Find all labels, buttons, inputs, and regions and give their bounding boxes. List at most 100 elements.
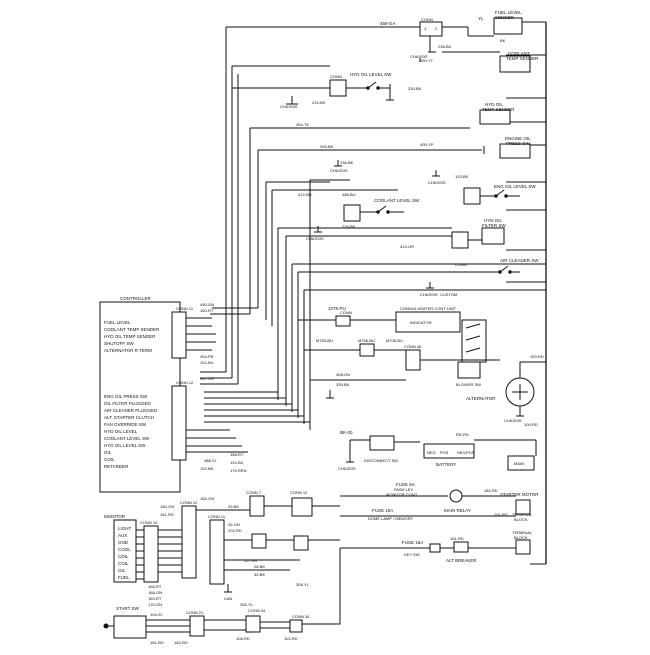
svg-text:LIGHT: LIGHT [118, 526, 132, 531]
conn-34 [289, 619, 303, 633]
conn-coolant-level [343, 204, 361, 222]
svg-text:MAIN: MAIN [514, 461, 524, 466]
svg-text:226-BK: 226-BK [342, 224, 356, 229]
terminal-block-b [515, 539, 531, 555]
svg-text:CONN: CONN [340, 310, 352, 315]
conn-hyd-level [329, 79, 347, 97]
controller-box [99, 301, 181, 493]
svg-text:COOLANT LEVEL SW: COOLANT LEVEL SW [374, 198, 420, 203]
svg-text:ALT BREAKER: ALT BREAKER [446, 558, 477, 563]
svg-text:405-YP: 405-YP [420, 142, 434, 147]
svg-text:HYD OIL LEVEL: HYD OIL LEVEL [104, 429, 138, 434]
label-458-ga: 458-GA [380, 21, 396, 26]
terminal-block-a [515, 499, 531, 515]
svg-text:CONN 11: CONN 11 [208, 514, 226, 519]
svg-text:CONN 44: CONN 44 [248, 608, 266, 613]
svg-text:M756-BU: M756-BU [358, 338, 375, 343]
main-relay-symbol [449, 489, 463, 503]
svg-text:CONN 12: CONN 12 [176, 380, 194, 385]
svg-text:AUX: AUX [118, 533, 127, 538]
svg-text:170-SRN: 170-SRN [230, 468, 247, 473]
svg-text:488-YL: 488-YL [204, 458, 218, 463]
svg-text:CONN 7: CONN 7 [246, 490, 262, 495]
svg-text:M755-BU: M755-BU [316, 338, 333, 343]
svg-text:RD-RD: RD-RD [456, 432, 469, 437]
svg-text:NEG: NEG [457, 450, 466, 455]
svg-text:CHASSIS: CHASSIS [338, 466, 356, 471]
svg-text:108-RD: 108-RD [236, 636, 250, 641]
battery-section: BK-00 CHASSIS DISCONNECT SW NEG POS NEG … [338, 422, 546, 565]
svg-text:26-GN: 26-GN [228, 522, 240, 527]
main-block [507, 455, 535, 471]
svg-text:CHASSIS: CHASSIS [504, 418, 522, 423]
svg-text:AIR CLEANER SW: AIR CLEANER SW [500, 258, 539, 263]
svg-text:215-BK: 215-BK [312, 100, 326, 105]
svg-text:CHASSIS: CHASSIS [410, 54, 428, 59]
svg-text:ENG OIL LEVEL SW: ENG OIL LEVEL SW [494, 184, 536, 189]
svg-text:181-RD: 181-RD [484, 488, 498, 493]
disconnect-sw [369, 435, 395, 451]
svg-text:192-BK: 192-BK [200, 466, 214, 471]
svg-text:102-BU: 102-BU [200, 360, 214, 365]
svg-text:CHASSIS: CHASSIS [420, 292, 438, 297]
conn-44 [245, 615, 261, 633]
svg-text:CHASSIS: CHASSIS [428, 180, 446, 185]
svg-text:CONN 21: CONN 21 [186, 610, 204, 615]
svg-text:PRESS SW: PRESS SW [506, 141, 531, 146]
svg-text:COOL: COOL [118, 547, 131, 552]
fuse-15a-symbol [429, 543, 441, 553]
svg-text:HYD OIL TEMP SENDER: HYD OIL TEMP SENDER [104, 334, 156, 339]
svg-text:182-RD: 182-RD [174, 640, 188, 645]
svg-text:MONITOR CONT: MONITOR CONT [386, 492, 418, 497]
svg-text:30-BK: 30-BK [254, 572, 265, 577]
svg-text:FUSE 15A: FUSE 15A [402, 540, 423, 545]
svg-text:413-OR: 413-OR [400, 244, 414, 249]
monitor-conn-11 [209, 519, 225, 585]
svg-text:25- GN: 25- GN [244, 558, 257, 563]
hyd-oil-filter-sw [481, 227, 505, 245]
svg-text:236-BK: 236-BK [438, 44, 452, 49]
svg-text:ENGINE OIL: ENGINE OIL [505, 136, 531, 141]
svg-text:FUEL LEVEL: FUEL LEVEL [104, 320, 131, 325]
conn-top-label: CONN [421, 17, 433, 22]
svg-text:DISCONNECT SW: DISCONNECT SW [364, 458, 398, 463]
hyd-oil-level-label: HYD OIL LEVEL SW [350, 72, 392, 77]
svg-text:308-YL: 308-YL [296, 582, 310, 587]
conn-m-a [359, 343, 375, 357]
svg-text:29-BK: 29-BK [228, 504, 239, 509]
svg-text:230-BK: 230-BK [408, 86, 422, 91]
svg-text:COOLANT: COOLANT [508, 51, 530, 56]
svg-text:GND: GND [118, 540, 129, 545]
svg-text:412-BU: 412-BU [298, 192, 312, 197]
conn-hyd-filter [451, 231, 469, 249]
svg-text:160-RT: 160-RT [200, 308, 214, 313]
hyd-oil-level-section: CONN HYD OIL LEVEL SW CHASSIS 215-BK 230… [232, 72, 422, 109]
svg-text:ALTERNATOR: ALTERNATOR [466, 396, 496, 401]
svg-text:STARTER MOTOR: STARTER MOTOR [500, 492, 539, 497]
svg-text:306-YL: 306-YL [240, 602, 254, 607]
svg-text:CONN: CONN [455, 262, 467, 267]
controller-block: CONTROLLER CONN 11 CONN 12 FUEL LEVEL CO… [99, 296, 248, 493]
svg-text:CONN 10: CONN 10 [140, 520, 158, 525]
conn-7-a [249, 495, 265, 517]
svg-text:CHASSIS: CHASSIS [306, 236, 324, 241]
svg-text:TEMP SENDER: TEMP SENDER [482, 107, 515, 112]
svg-text:TERMINAL: TERMINAL [512, 512, 533, 517]
svg-text:INDICATOR: INDICATOR [410, 320, 432, 325]
svg-text:KEY SW: KEY SW [404, 552, 420, 557]
svg-text:SENDER: SENDER [495, 15, 515, 20]
conn-21 [189, 615, 205, 637]
svg-text:1: 1 [424, 26, 427, 31]
svg-text:CONN19 HEATER CONT UNIT: CONN19 HEATER CONT UNIT [400, 306, 457, 311]
svg-text:160-GN: 160-GN [160, 504, 174, 509]
blower-sw [457, 361, 481, 379]
svg-text:120-BK: 120-BK [455, 174, 469, 179]
svg-text:OIL FILTER PLUGGED: OIL FILTER PLUGGED [104, 401, 152, 406]
controller-conn-bottom [171, 385, 187, 461]
svg-text:TERMINAL: TERMINAL [512, 530, 533, 535]
svg-text:490-GN: 490-GN [200, 302, 214, 307]
svg-text:2: 2 [435, 26, 438, 31]
svg-text:161-RD: 161-RD [450, 536, 464, 541]
